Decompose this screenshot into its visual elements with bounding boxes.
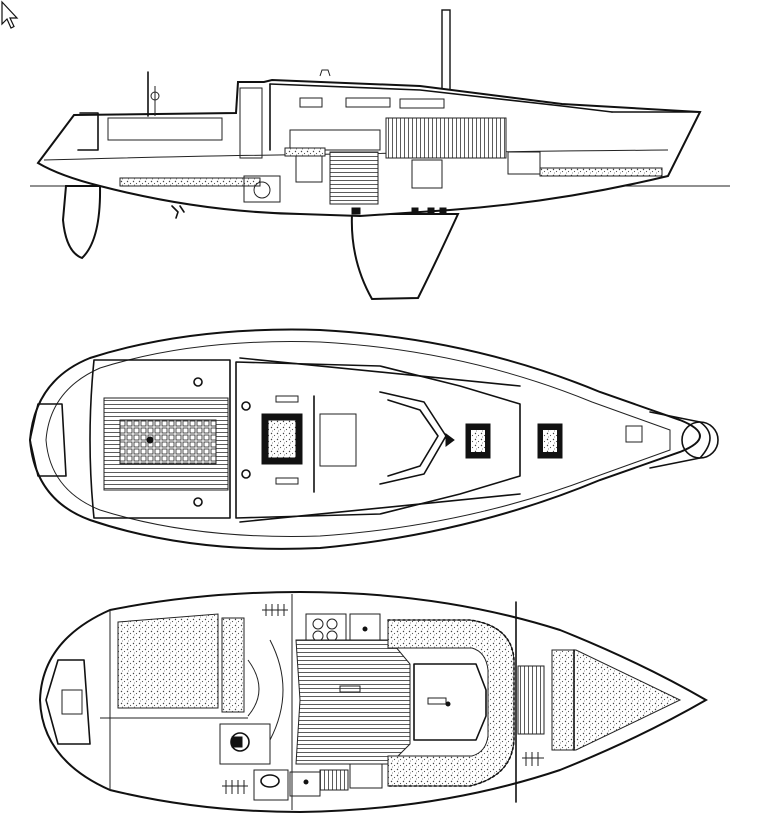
interior-bulkhead	[329, 151, 379, 205]
interior-bulkhead	[385, 117, 507, 159]
saloon-sole	[295, 639, 411, 765]
portlight	[345, 97, 391, 108]
coachroof	[235, 361, 521, 519]
profile-view	[30, 9, 730, 301]
bunk-cushion	[539, 167, 663, 177]
stove-burner	[326, 618, 338, 630]
rudder	[61, 185, 102, 260]
deck-plan-view	[28, 328, 719, 550]
cabin-top	[269, 83, 613, 113]
winch	[193, 497, 203, 507]
v-berth	[551, 649, 682, 751]
winch	[193, 377, 203, 387]
mouse-pointer-icon	[1, 0, 19, 29]
cockpit-sole-grid	[119, 419, 217, 465]
saloon-table	[413, 663, 487, 741]
winch	[241, 469, 251, 479]
portlight	[299, 97, 323, 108]
winch	[241, 401, 251, 411]
keel	[350, 213, 460, 301]
washbasin	[260, 774, 280, 788]
toilet	[230, 732, 250, 752]
accommodation-plan-view	[38, 590, 709, 814]
quarter-berth	[117, 613, 219, 709]
bunk-cushion	[119, 177, 261, 187]
cockpit	[89, 359, 231, 519]
portlight	[399, 98, 445, 109]
stove-burner	[312, 618, 324, 630]
hull-deck-outline	[28, 328, 701, 550]
cockpit-seat	[107, 117, 223, 141]
